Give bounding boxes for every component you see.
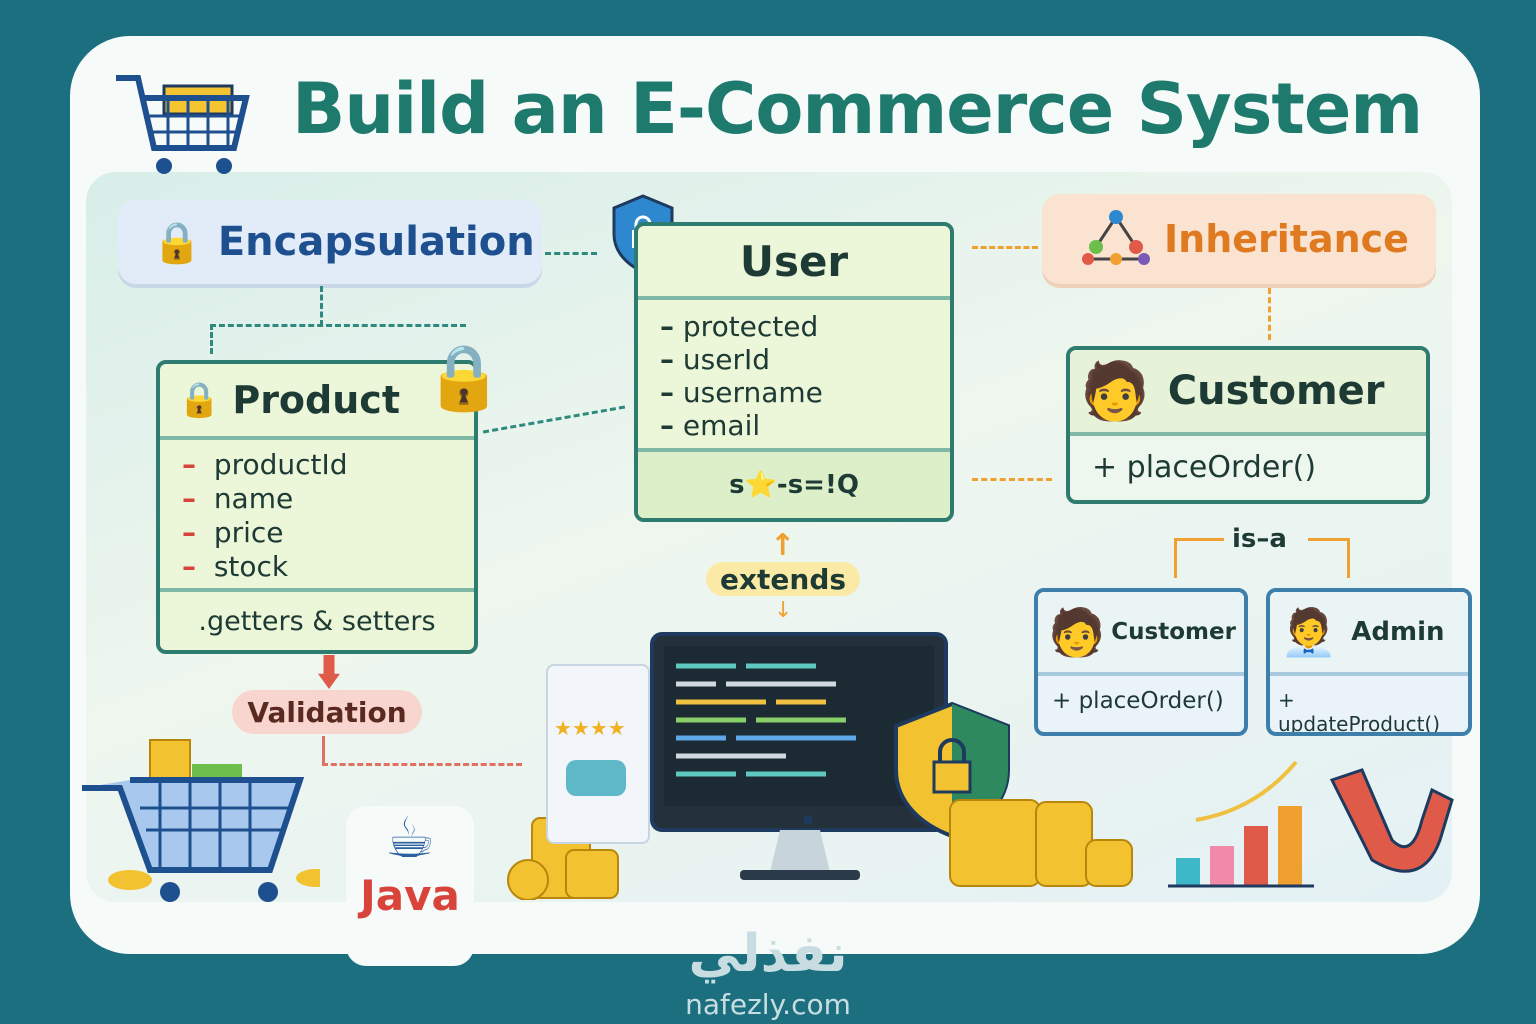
attribute-marker: –	[660, 409, 674, 442]
attribute-row: – name	[182, 482, 452, 516]
private-marker: –	[182, 550, 196, 583]
connector-arrow	[1308, 538, 1350, 578]
coin-stack-illustration	[946, 770, 1136, 890]
lock-icon: 🔒	[178, 380, 221, 420]
connector-arrow	[320, 286, 323, 326]
connector-arrow	[1268, 288, 1271, 340]
user-class-box: User – protected – userId – username – e…	[634, 222, 954, 522]
customer-class-name: Customer	[1167, 368, 1385, 414]
attribute-name: name	[213, 482, 294, 515]
private-marker: –	[182, 448, 196, 481]
rating-stars-icon: ★★★★	[554, 716, 626, 740]
customer-subclass-method: + placeOrder()	[1052, 688, 1224, 714]
java-logo: ☕ Java	[346, 806, 474, 966]
attribute-row: – userId	[660, 343, 928, 376]
customer-subclass-name: Customer	[1111, 619, 1236, 645]
down-arrow-red	[318, 655, 340, 689]
shopping-cart-illustration	[80, 730, 336, 910]
private-marker: –	[182, 482, 196, 515]
attribute-marker: –	[660, 376, 674, 409]
user-class-name: User	[638, 226, 950, 300]
attribute-row: – stock	[182, 550, 452, 584]
computer-monitor-illustration	[650, 632, 948, 882]
java-cup-icon: ☕	[384, 806, 436, 871]
attribute-row: – email	[660, 409, 928, 442]
encapsulation-text: Encapsulation	[217, 219, 535, 265]
connector-arrow	[210, 324, 466, 354]
customer-class-box: 🧑 Customer + placeOrder()	[1066, 346, 1430, 504]
bar-chart-illustration	[1166, 750, 1316, 890]
magnet-icon	[1322, 760, 1462, 880]
product-class-box: 🔒 Product – productId – name – price – s…	[156, 360, 478, 654]
admin-class-name: Admin	[1351, 617, 1445, 647]
private-marker: –	[182, 516, 196, 549]
page-title: Build an E-Commerce System	[292, 68, 1423, 150]
validation-label: Validation	[232, 690, 422, 734]
attribute-row: – productId	[182, 448, 452, 482]
attribute-marker: –	[660, 343, 674, 376]
crown-badge-icon	[566, 760, 626, 796]
admin-avatar: 🧑‍💼	[1280, 604, 1338, 659]
webpage-mockup-illustration: ★★★★	[546, 664, 650, 844]
lock-icon: 🔒	[152, 219, 202, 266]
admin-class-box: 🧑‍💼 Admin + updateProduct()	[1266, 588, 1472, 736]
attribute-marker: –	[660, 310, 674, 343]
inheritance-label: Inheritance	[1042, 194, 1436, 284]
admin-method: + updateProduct()	[1278, 688, 1441, 736]
encapsulation-label: 🔒 Encapsulation	[118, 200, 542, 284]
connector-arrow	[1174, 538, 1224, 578]
connector-arrow	[972, 246, 1038, 249]
attribute-name: protected	[682, 310, 819, 343]
shopping-cart-icon	[112, 66, 252, 178]
attribute-row: – protected	[660, 310, 928, 343]
connector-arrow	[972, 478, 1052, 481]
attribute-name: productId	[213, 448, 348, 481]
watermark-url: nafezly.com	[685, 988, 851, 1021]
attribute-row: – username	[660, 376, 928, 409]
java-wordmark: Java	[360, 871, 460, 920]
padlock-icon: 🔒	[424, 341, 504, 415]
extends-label: extends	[706, 562, 860, 596]
customer-method: + placeOrder()	[1092, 450, 1317, 485]
user-methods: s⭐-s=!Q	[638, 448, 950, 518]
attribute-row: – price	[182, 516, 452, 550]
product-methods: .getters & setters	[160, 588, 474, 650]
attribute-name: stock	[213, 550, 289, 583]
inheritance-text: Inheritance	[1164, 217, 1409, 261]
connector-arrow	[545, 252, 597, 255]
attribute-name: userId	[682, 343, 771, 376]
customer-avatar: 🧑	[1048, 604, 1106, 659]
attribute-name: email	[682, 409, 761, 442]
product-class-name: Product	[232, 378, 400, 422]
attribute-name: price	[213, 516, 284, 549]
down-arrow-orange: ↓	[774, 598, 793, 623]
hierarchy-icon	[1080, 207, 1152, 271]
connector-arrow	[322, 736, 522, 766]
customer-avatar: 🧑	[1080, 359, 1150, 424]
up-arrow-orange: ↑	[770, 528, 796, 563]
is-a-label: is–a	[1232, 524, 1287, 554]
attribute-name: username	[682, 376, 823, 409]
watermark-arabic: نفذلي	[688, 924, 848, 984]
customer-subclass-box: 🧑 Customer + placeOrder()	[1034, 588, 1248, 736]
